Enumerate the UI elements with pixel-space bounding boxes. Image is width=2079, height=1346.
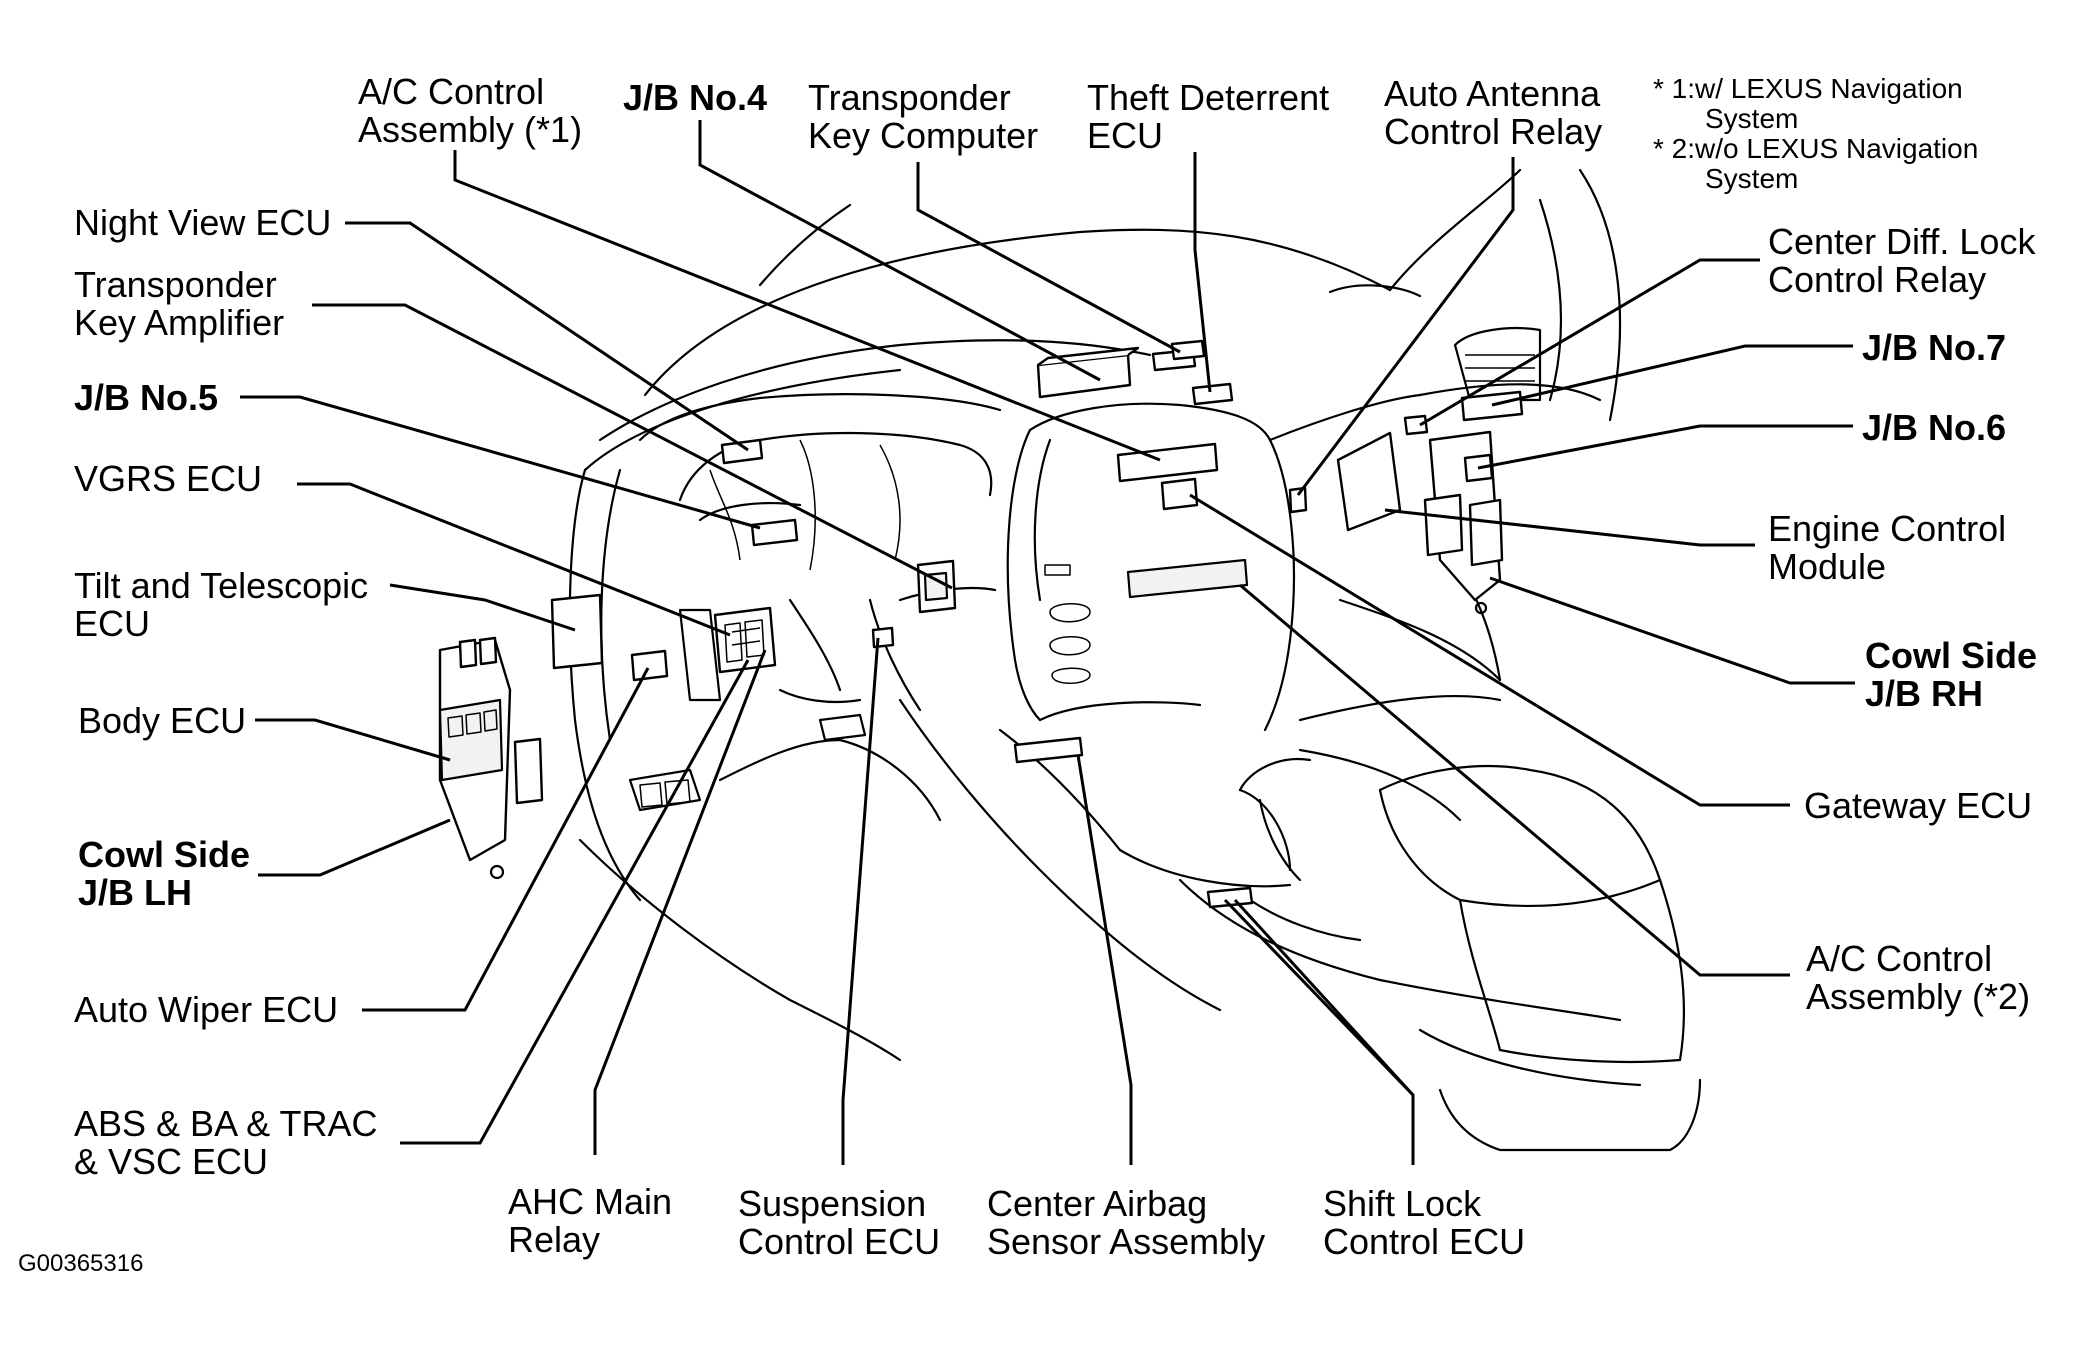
gateway-ecu-box	[1160, 477, 1199, 511]
label-suspension-control-ecu: Suspension Control ECU	[738, 1183, 940, 1262]
leader-lines	[240, 120, 1855, 1165]
shift-lock-ecu-box	[1206, 886, 1254, 909]
label-tilt-telescopic-ecu: Tilt and Telescopic ECU	[74, 565, 378, 644]
center-airbag-sensor-box	[1013, 736, 1084, 764]
body-ecu-box	[438, 698, 504, 782]
night-view-ecu-box	[720, 438, 764, 465]
auto-wiper-ecu-box	[630, 649, 669, 682]
label-center-airbag-sensor: Center Airbag Sensor Assembly	[987, 1183, 1265, 1262]
label-cowl-side-jb-rh: Cowl Side J/B RH	[1865, 635, 2047, 714]
ac-control-2-box	[1126, 558, 1249, 599]
note-2: * 2:w/o LEXUS Navigation System	[1653, 133, 1986, 194]
label-center-diff-lock-relay: Center Diff. Lock Control Relay	[1768, 221, 2045, 300]
auto-antenna-relay-box	[1288, 486, 1308, 514]
label-engine-control-module: Engine Control Module	[1768, 508, 2016, 587]
jb-no4-box	[1036, 353, 1132, 399]
label-night-view-ecu: Night View ECU	[74, 202, 331, 243]
label-ac-control-1: A/C Control Assembly (*1)	[358, 71, 582, 150]
label-cowl-side-jb-lh: Cowl Side J/B LH	[78, 834, 260, 913]
jb-no7-box	[1460, 390, 1524, 422]
label-jb-no7: J/B No.7	[1862, 327, 2006, 368]
label-auto-antenna-relay: Auto Antenna Control Relay	[1384, 73, 1610, 152]
label-vgrs-ecu: VGRS ECU	[74, 458, 262, 499]
label-ac-control-2: A/C Control Assembly (*2)	[1806, 938, 2030, 1017]
dashboard-illustration	[568, 168, 1702, 1152]
theft-deterrent-box	[1191, 382, 1234, 406]
note-1: * 1:w/ LEXUS Navigation System	[1653, 73, 1971, 134]
center-diff-lock-relay-box	[1403, 414, 1429, 436]
label-theft-deterrent-ecu: Theft Deterrent ECU	[1087, 77, 1339, 156]
label-shift-lock-control-ecu: Shift Lock Control ECU	[1323, 1183, 1525, 1262]
label-jb-no5: J/B No.5	[74, 377, 218, 418]
label-gateway-ecu: Gateway ECU	[1804, 785, 2032, 826]
jb-no5-box	[750, 518, 799, 547]
label-transponder-key-amplifier: Transponder Key Amplifier	[74, 264, 287, 343]
label-jb-no6: J/B No.6	[1862, 407, 2006, 448]
label-transponder-key-computer: Transponder Key Computer	[808, 77, 1038, 156]
tilt-telescopic-ecu-box	[550, 593, 604, 670]
label-abs-ba-trac-vsc-ecu: ABS & BA & TRAC & VSC ECU	[74, 1103, 387, 1182]
label-ahc-main-relay: AHC Main Relay	[508, 1181, 682, 1260]
label-auto-wiper-ecu: Auto Wiper ECU	[74, 989, 338, 1030]
suspension-control-ecu-box	[871, 626, 895, 649]
label-jb-no4: J/B No.4	[623, 77, 767, 118]
label-body-ecu: Body ECU	[78, 700, 246, 741]
engine-control-module-box	[1336, 431, 1402, 532]
labels: A/C Control Assembly (*1) J/B No.4 Trans…	[18, 71, 2047, 1277]
figure-code: G00365316	[18, 1250, 143, 1277]
component-shapes	[438, 339, 1524, 909]
